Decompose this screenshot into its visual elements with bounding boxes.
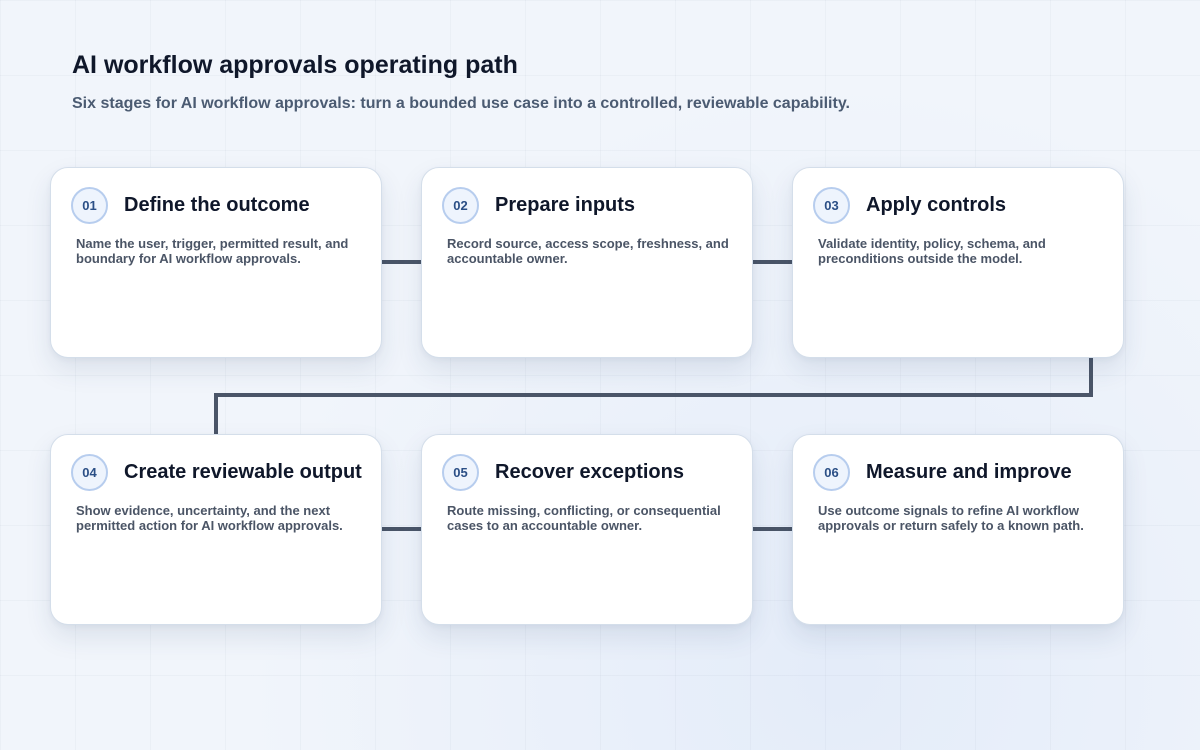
stage-title: Recover exceptions	[495, 461, 684, 483]
stage-number-badge: 04	[71, 454, 108, 491]
stage-title: Measure and improve	[866, 461, 1072, 483]
stage-card-recover-exceptions: 05 Recover exceptions Route missing, con…	[421, 434, 753, 625]
stage-description: Use outcome signals to refine AI workflo…	[818, 503, 1084, 533]
stage-number-badge: 01	[71, 187, 108, 224]
stage-title: Create reviewable output	[124, 461, 362, 483]
stage-card-measure-improve: 06 Measure and improve Use outcome signa…	[792, 434, 1124, 625]
stage-card-apply-controls: 03 Apply controls Validate identity, pol…	[792, 167, 1124, 358]
stage-number-badge: 06	[813, 454, 850, 491]
stage-number-badge: 03	[813, 187, 850, 224]
stage-number-badge: 02	[442, 187, 479, 224]
stage-title: Define the outcome	[124, 194, 310, 216]
stage-card-create-output: 04 Create reviewable output Show evidenc…	[50, 434, 382, 625]
stage-card-prepare-inputs: 02 Prepare inputs Record source, access …	[421, 167, 753, 358]
page-subtitle: Six stages for AI workflow approvals: tu…	[72, 95, 850, 112]
stage-description: Route missing, conflicting, or consequen…	[447, 503, 721, 533]
page-title: AI workflow approvals operating path	[72, 51, 518, 79]
stage-description: Show evidence, uncertainty, and the next…	[76, 503, 343, 533]
stage-description: Record source, access scope, freshness, …	[447, 236, 729, 266]
stage-description: Validate identity, policy, schema, and p…	[818, 236, 1046, 266]
stage-number-badge: 05	[442, 454, 479, 491]
stage-card-define-outcome: 01 Define the outcome Name the user, tri…	[50, 167, 382, 358]
connector-03-04	[214, 358, 1093, 434]
stage-description: Name the user, trigger, permitted result…	[76, 236, 349, 266]
stage-title: Prepare inputs	[495, 194, 636, 216]
stage-title: Apply controls	[866, 194, 1007, 216]
